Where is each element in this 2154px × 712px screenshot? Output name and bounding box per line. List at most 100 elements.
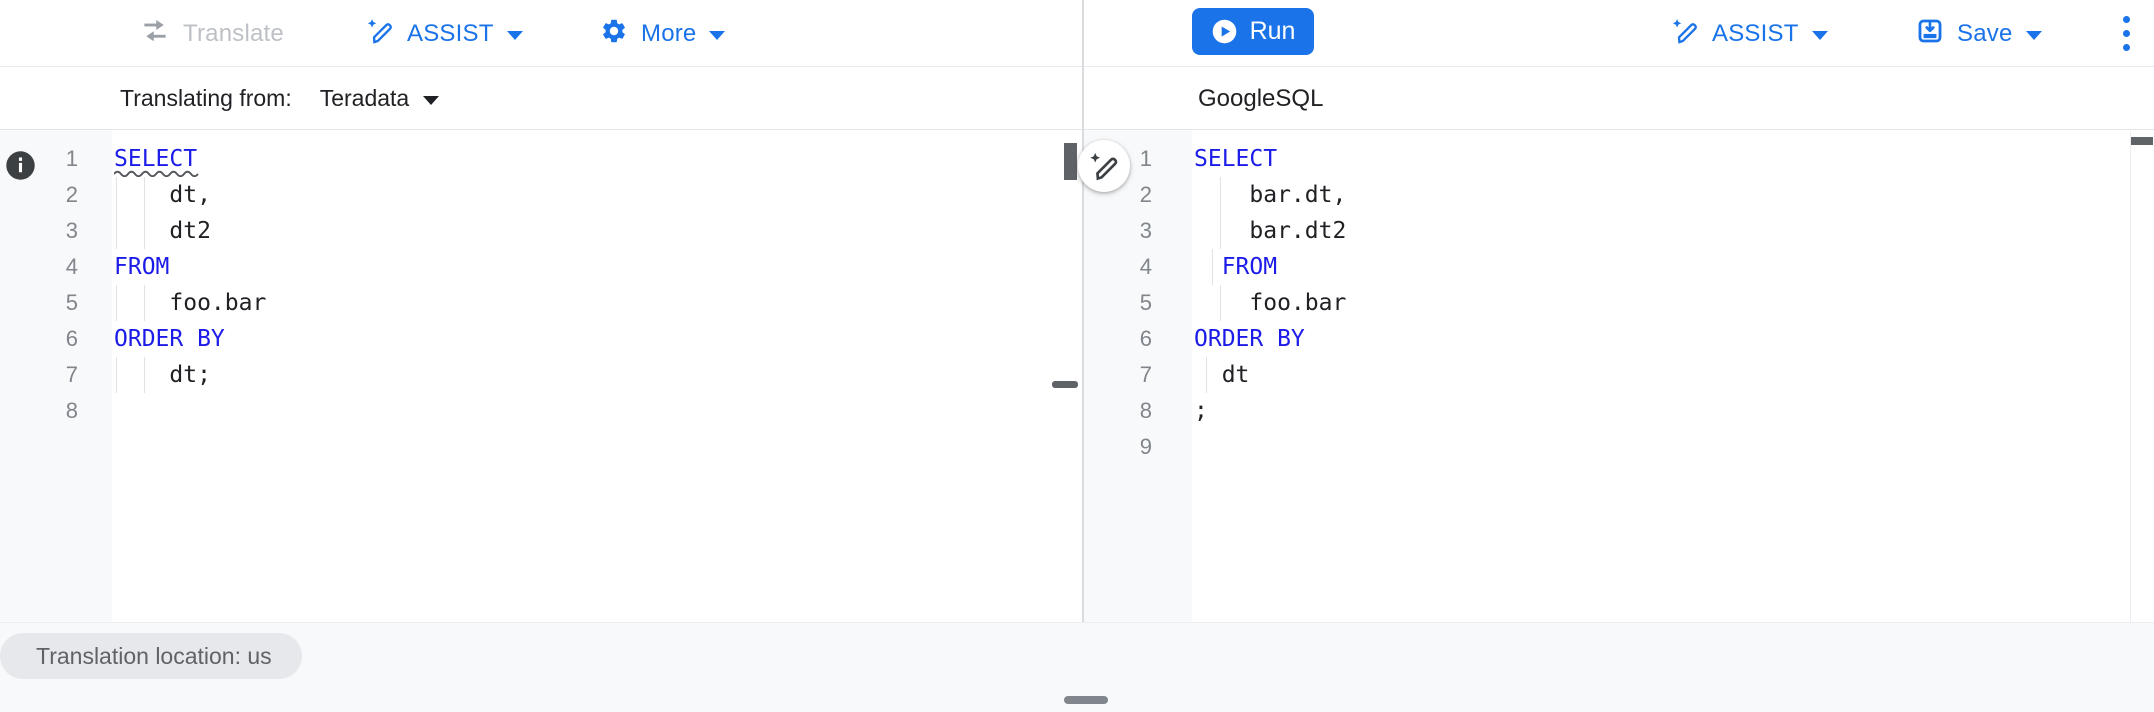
indent-guide — [116, 285, 117, 321]
code-line: 2 bar.dt, — [1084, 177, 2154, 213]
line-number: 2 — [65, 182, 78, 207]
translate-label: Translate — [183, 19, 284, 47]
code-line: 8 — [0, 393, 1082, 429]
code-line: 2 dt, — [0, 177, 1082, 213]
run-label: Run — [1249, 17, 1296, 45]
bottom-splitter-handle[interactable] — [1064, 696, 1108, 704]
code-text: bar.dt2 — [1194, 218, 1347, 244]
target-editor-scrollbar-thumb[interactable] — [2131, 137, 2153, 145]
indent-guide — [1220, 213, 1221, 249]
kebab-menu-icon — [2122, 30, 2130, 37]
code-text: foo.bar — [114, 290, 267, 316]
code-text: dt2 — [114, 218, 211, 244]
code-line: 8; — [1084, 393, 2154, 429]
code-text: dt, — [114, 182, 211, 208]
assist-right-label: ASSIST — [1712, 19, 1799, 47]
magic-pen-icon — [366, 17, 394, 50]
line-number: 8 — [1139, 398, 1152, 423]
line-number: 1 — [1139, 146, 1152, 171]
top-toolbar: Translate ASSIST More — [0, 0, 2154, 67]
indent-guide — [1220, 285, 1221, 321]
magic-pen-icon — [1671, 17, 1699, 50]
line-number: 9 — [1139, 434, 1152, 459]
kebab-menu-icon — [2122, 16, 2130, 23]
assist-menu-left[interactable]: ASSIST — [366, 0, 523, 67]
line-number: 3 — [1139, 218, 1152, 243]
line-number: 5 — [65, 290, 78, 315]
source-editor-vertical-scrollbar[interactable] — [1064, 143, 1077, 180]
pane-divider[interactable] — [1082, 0, 1084, 622]
code-line: 3 dt2 — [0, 213, 1082, 249]
target-panel-header: GoogleSQL — [1084, 68, 2154, 130]
chevron-down-icon — [423, 95, 440, 105]
target-editor-scrollbar-track — [2130, 131, 2131, 622]
source-editor-gutter — [0, 131, 112, 622]
chevron-down-icon — [1811, 30, 1828, 40]
bottom-bar: Translation location: us — [0, 622, 2154, 712]
kebab-menu-icon — [2122, 44, 2130, 51]
save-menu[interactable]: Save — [1916, 0, 2042, 67]
line-number: 4 — [65, 254, 78, 279]
line-number: 6 — [1139, 326, 1152, 351]
more-label: More — [641, 19, 697, 47]
assist-menu-right[interactable]: ASSIST — [1671, 0, 1828, 67]
code-line: 5 foo.bar — [0, 285, 1082, 321]
play-circle-icon — [1211, 18, 1238, 45]
line-number: 7 — [1139, 362, 1152, 387]
code-text: SELECT — [114, 146, 198, 172]
line-number: 6 — [65, 326, 78, 351]
source-panel-header: Translating from: Teradata — [0, 68, 1082, 185]
code-text: dt — [1194, 362, 1250, 388]
swap-arrows-icon — [140, 16, 170, 51]
code-line: 4 FROM — [1084, 249, 2154, 285]
code-line: 5 foo.bar — [1084, 285, 2154, 321]
target-editor-gutter — [1084, 131, 1192, 622]
code-text: dt; — [114, 362, 211, 388]
line-number: 2 — [1139, 182, 1152, 207]
chevron-down-icon — [2025, 30, 2042, 40]
run-button[interactable]: Run — [1192, 8, 1314, 55]
gear-icon — [600, 17, 628, 50]
line-number: 7 — [65, 362, 78, 387]
magic-wand-icon — [1088, 150, 1120, 182]
indent-guide — [116, 177, 117, 213]
assist-wand-fab[interactable] — [1078, 140, 1130, 192]
translating-from-label: Translating from: — [120, 85, 292, 111]
code-text: ; — [1194, 398, 1208, 424]
save-tray-icon — [1916, 17, 1944, 50]
code-line: 4 FROM — [0, 249, 1082, 285]
line-number: 4 — [1139, 254, 1152, 279]
overflow-menu-button[interactable] — [2106, 0, 2146, 67]
code-text: ORDER BY — [1194, 326, 1305, 352]
code-text: bar.dt, — [1194, 182, 1347, 208]
info-icon[interactable] — [5, 150, 36, 186]
warning-squiggle — [114, 170, 199, 177]
line-number: 8 — [65, 398, 78, 423]
code-text: FROM — [114, 254, 170, 280]
line-number: 3 — [65, 218, 78, 243]
indent-guide — [116, 213, 117, 249]
source-dialect-dropdown[interactable]: Teradata — [320, 85, 440, 112]
target-dialect-title: GoogleSQL — [1198, 84, 1324, 112]
pane-splitter-handle[interactable] — [1052, 381, 1078, 388]
code-text: SELECT — [1194, 146, 1278, 172]
code-line: 7 dt — [1084, 357, 2154, 393]
translation-location-chip: Translation location: us — [0, 633, 302, 679]
chevron-down-icon — [506, 30, 523, 40]
translate-button[interactable]: Translate — [140, 0, 284, 67]
indent-guide — [144, 357, 145, 393]
code-line: 6 ORDER BY — [1084, 321, 2154, 357]
more-menu[interactable]: More — [600, 0, 726, 67]
code-line: 9 — [1084, 429, 2154, 465]
code-line: 7 dt; — [0, 357, 1082, 393]
code-text: FROM — [1221, 254, 1278, 280]
chevron-down-icon — [709, 30, 726, 40]
translation-location-text: Translation location: us — [36, 642, 272, 669]
save-label: Save — [1957, 19, 2013, 47]
